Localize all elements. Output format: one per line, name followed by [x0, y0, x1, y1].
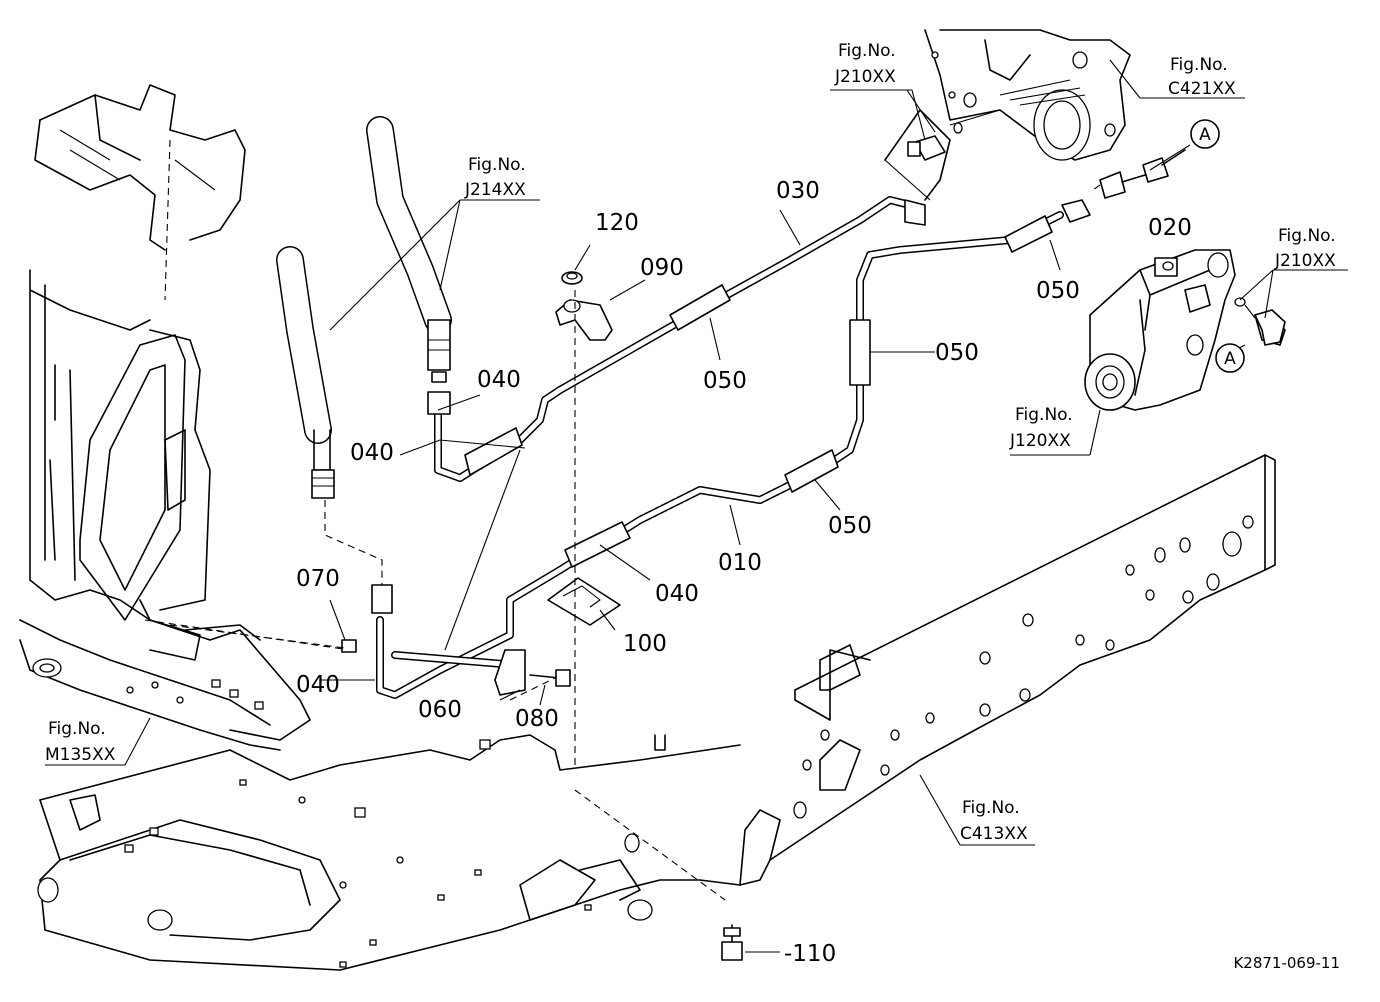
assembly-lines — [169, 184, 1101, 901]
label-020: 020 — [1148, 215, 1192, 241]
fitting-020 — [1099, 149, 1186, 199]
figure-ref-j214: Fig.No. J214XX — [464, 155, 526, 200]
nut-070 — [341, 639, 357, 653]
label-100: 100 — [623, 631, 667, 657]
marker-a-right-label: A — [1224, 349, 1236, 369]
figure-ref-c413-code: C413XX — [960, 824, 1028, 844]
marker-a-top-label: A — [1199, 125, 1211, 145]
figure-ref-c413-caption: Fig.No. — [962, 798, 1020, 818]
bolt-080 — [529, 669, 571, 687]
figure-ref-c421: Fig.No. C421XX — [1168, 55, 1236, 99]
fitting-j210-right — [1254, 309, 1286, 346]
connection-marker-a-top: A — [1190, 119, 1220, 149]
pipe-sleeves — [464, 215, 1053, 568]
drawing-code: K2871-069-11 — [1233, 954, 1340, 972]
figure-ref-j210-right-caption: Fig.No. — [1278, 226, 1336, 246]
plate-100 — [547, 577, 621, 626]
figure-ref-c421-code: C421XX — [1168, 79, 1236, 99]
label-050-lower: 050 — [828, 513, 872, 539]
hose-center — [366, 116, 452, 383]
figure-ref-j210-right: Fig.No. J210XX — [1274, 226, 1336, 271]
label-030: 030 — [776, 178, 820, 204]
figure-ref-c413: Fig.No. C413XX — [960, 798, 1028, 844]
figure-ref-j210-top-caption: Fig.No. — [838, 41, 896, 61]
part-labels: 120 090 030 020 050 050 050 050 040 040 … — [296, 178, 1192, 967]
label-110: -110 — [784, 941, 836, 967]
label-010: 010 — [718, 550, 762, 576]
left-bracket-assembly — [19, 84, 351, 751]
label-070: 070 — [296, 566, 340, 592]
connection-marker-a-right: A — [1215, 343, 1245, 373]
figure-ref-j210-top: Fig.No. J210XX — [834, 41, 896, 87]
bolt-110 — [721, 924, 743, 961]
label-080: 080 — [515, 706, 559, 732]
figure-ref-m135-caption: Fig.No. — [48, 719, 106, 739]
figure-ref-j214-caption: Fig.No. — [468, 155, 526, 175]
figure-ref-j120-code: J120XX — [1009, 431, 1071, 451]
label-120: 120 — [595, 210, 639, 236]
transmission-case — [884, 29, 1131, 201]
label-050-mid-right: 050 — [935, 340, 979, 366]
figure-ref-j210-right-code: J210XX — [1274, 251, 1336, 271]
label-040-left: 040 — [350, 440, 394, 466]
pipe-040-upper — [427, 196, 926, 482]
valve-block — [1084, 249, 1286, 411]
figure-ref-j120: Fig.No. J120XX — [1009, 405, 1073, 451]
label-050-upper: 050 — [703, 368, 747, 394]
chassis-frame — [37, 454, 1276, 971]
label-040-lower: 040 — [296, 672, 340, 698]
figure-ref-j214-code: J214XX — [464, 180, 526, 200]
pipe-010 — [371, 199, 1091, 699]
figure-ref-j210-top-code: J210XX — [834, 67, 896, 87]
figure-ref-c421-caption: Fig.No. — [1170, 55, 1228, 75]
figure-ref-m135-code: M135XX — [45, 745, 116, 765]
label-050-right: 050 — [1036, 278, 1080, 304]
figure-ref-j120-caption: Fig.No. — [1015, 405, 1073, 425]
label-090: 090 — [640, 255, 684, 281]
label-060: 060 — [418, 697, 462, 723]
leader-lines — [45, 59, 1348, 953]
label-040-mid: 040 — [655, 581, 699, 607]
clamp-090 — [555, 299, 613, 341]
figure-ref-m135: Fig.No. M135XX — [45, 719, 116, 765]
pipe-060 — [391, 649, 526, 696]
label-040-upper: 040 — [477, 367, 521, 393]
grommet-120 — [561, 271, 583, 285]
hose-left — [276, 246, 335, 499]
